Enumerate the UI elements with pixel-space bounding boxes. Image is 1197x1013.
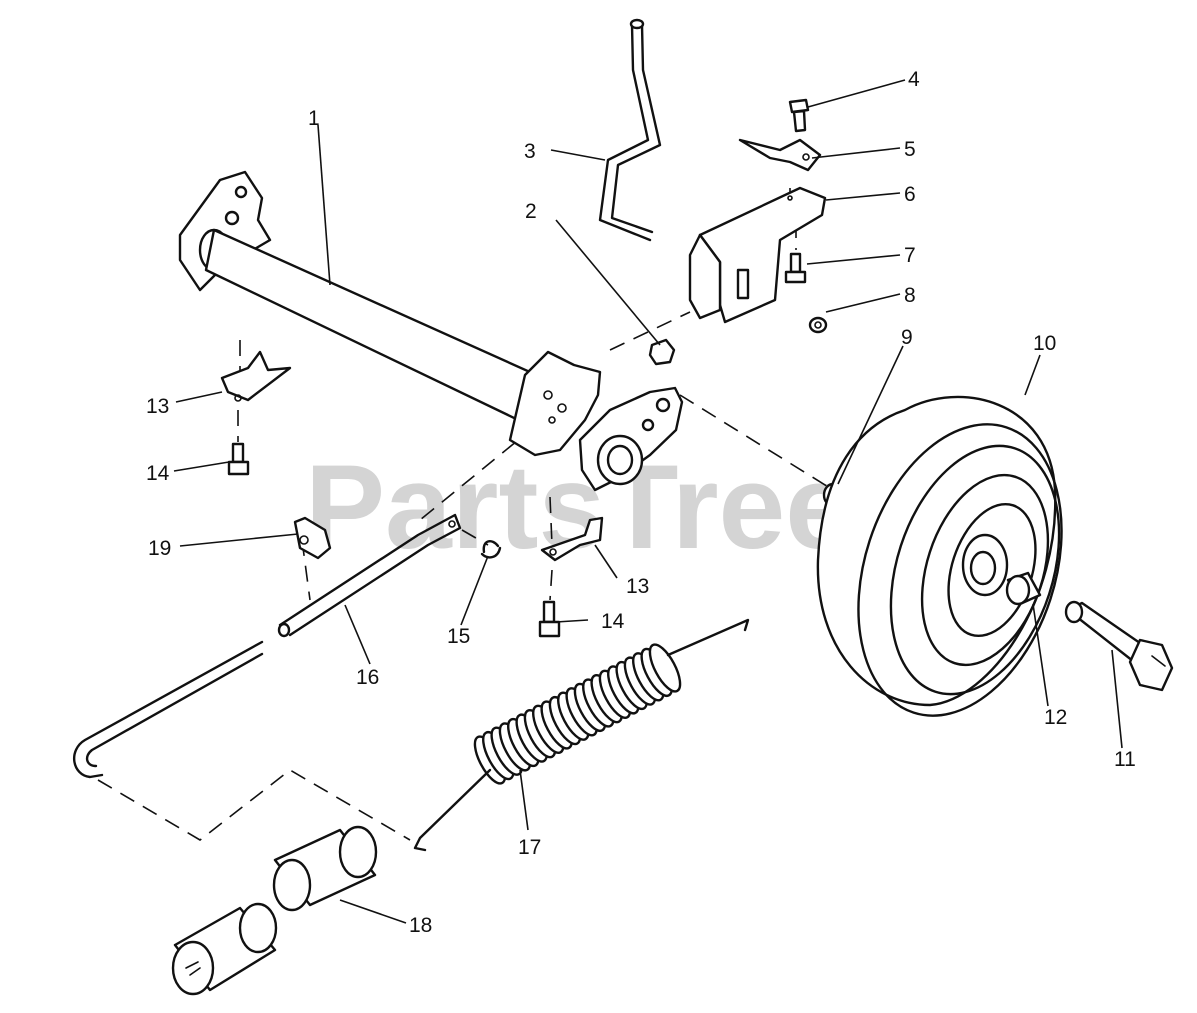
callout-5: 5 [904, 138, 916, 161]
part-18-rod [73, 640, 264, 779]
callout-14-upper: 14 [146, 462, 170, 485]
callout-14-lower: 14 [601, 610, 625, 633]
callout-9: 9 [901, 326, 913, 349]
callout-1: 1 [308, 107, 320, 130]
callout-15: 15 [447, 625, 470, 648]
part-18-grips [171, 825, 378, 996]
part-10-wheel [816, 395, 1063, 717]
part-4-bolt [788, 98, 810, 133]
callout-17: 17 [518, 836, 541, 859]
part-5-plate [738, 138, 822, 172]
callout-6: 6 [904, 183, 916, 206]
part-15-ring [480, 540, 502, 559]
callout-16: 16 [356, 666, 379, 689]
callout-19: 19 [148, 537, 171, 560]
part-14-lower-bolt [538, 600, 561, 638]
callout-11: 11 [1114, 748, 1136, 771]
callout-4: 4 [908, 68, 920, 91]
part-3-rod [598, 18, 662, 242]
part-6-bracket [688, 186, 827, 324]
callout-13-lower: 13 [626, 575, 649, 598]
part-14-upper-bolt [227, 442, 250, 476]
callout-12: 12 [1044, 706, 1067, 729]
part-1-axle [178, 170, 684, 492]
watermark: PartsTree [305, 440, 852, 574]
part-2-nut [648, 338, 676, 366]
part-8-nut [808, 316, 828, 334]
part-16-rod [277, 513, 462, 638]
callout-13-upper: 13 [146, 395, 169, 418]
part-13-upper-bracket [220, 350, 292, 402]
callout-7: 7 [904, 244, 916, 267]
callout-10: 10 [1033, 332, 1056, 355]
callout-2: 2 [525, 200, 537, 223]
part-13-lower-bracket [540, 516, 604, 562]
callout-8: 8 [904, 284, 916, 307]
part-7-bolt [784, 252, 807, 284]
part-19-clip [293, 516, 332, 560]
callout-3: 3 [524, 140, 536, 163]
leader-lines [173, 79, 1123, 924]
callout-numbers: 1 2 3 4 5 6 7 8 9 10 11 12 13 14 13 14 1… [146, 68, 1136, 937]
part-11-shoulder-bolt [1064, 600, 1174, 692]
spring-hook-left [413, 768, 492, 852]
part-12-bushing [1005, 571, 1042, 606]
part-17-spring [473, 643, 682, 785]
spring-hook-right [666, 618, 750, 657]
callout-18: 18 [409, 914, 432, 937]
spring-coil [648, 643, 682, 693]
